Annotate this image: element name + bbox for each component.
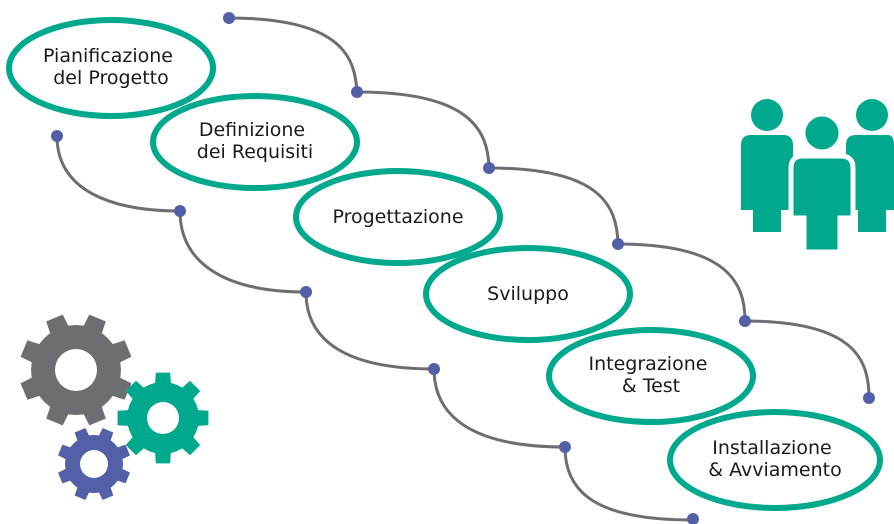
gear-medium-icon bbox=[117, 372, 209, 464]
connector-right-3 bbox=[488, 166, 620, 245]
phase-2-label: Definizione dei Requisiti bbox=[197, 119, 313, 163]
phase-6-line-1: Installazione bbox=[712, 437, 831, 459]
node-dot bbox=[612, 238, 624, 250]
people-icon bbox=[741, 99, 894, 255]
gear-small-icon bbox=[58, 428, 130, 500]
connector-left-3 bbox=[304, 291, 435, 371]
connector-left-4 bbox=[432, 368, 566, 449]
phase-6-label: Installazione & Avviamento bbox=[708, 437, 841, 481]
connector-right-5 bbox=[744, 319, 871, 399]
connector-right-4 bbox=[617, 242, 747, 322]
node-dot bbox=[51, 130, 63, 142]
connector-left-5 bbox=[563, 446, 694, 522]
phase-5-label: Integrazione & Test bbox=[589, 353, 714, 397]
connector-left-2 bbox=[178, 210, 307, 294]
connector-right-1 bbox=[228, 16, 359, 93]
phase-2-line-2: dei Requisiti bbox=[197, 141, 313, 163]
phase-5: Integrazione & Test bbox=[546, 327, 756, 425]
node-dot bbox=[559, 441, 571, 453]
phase-3-label: Progettazione bbox=[332, 206, 463, 228]
phase-5-line-2: & Test bbox=[622, 375, 680, 397]
phase-3-ellipse bbox=[293, 168, 503, 266]
node-dot bbox=[300, 286, 312, 298]
phase-4-label: Sviluppo bbox=[487, 283, 569, 305]
gear-large-icon bbox=[20, 314, 132, 426]
phase-4: Sviluppo bbox=[423, 245, 633, 343]
node-dot bbox=[428, 363, 440, 375]
phase-5-line-1: Integrazione bbox=[589, 353, 708, 375]
phase-1: Pianificazione del Progetto bbox=[6, 17, 216, 119]
gear-large-shape bbox=[20, 314, 132, 426]
phase-5-ellipse bbox=[546, 327, 756, 425]
node-dot bbox=[174, 205, 186, 217]
gear-medium-shape bbox=[117, 372, 209, 464]
phase-1-ellipse bbox=[6, 17, 216, 119]
phase-2-ellipse bbox=[150, 93, 360, 191]
gear-small-shape bbox=[58, 428, 130, 500]
node-dot bbox=[739, 315, 751, 327]
phase-1-line-2: del Progetto bbox=[53, 67, 168, 89]
node-dot bbox=[483, 162, 495, 174]
phase-2: Definizione dei Requisiti bbox=[150, 93, 360, 191]
phase-2-line-1: Definizione bbox=[199, 119, 305, 141]
phase-4-ellipse bbox=[423, 245, 633, 343]
node-dot bbox=[687, 513, 699, 524]
node-dot bbox=[863, 392, 875, 404]
nodes bbox=[51, 12, 875, 524]
connector-left-1 bbox=[55, 135, 181, 213]
phase-1-line-1: Pianificazione bbox=[43, 45, 173, 67]
phase-6-line-2: & Avviamento bbox=[708, 459, 841, 481]
phase-6-ellipse bbox=[667, 409, 883, 511]
connectors bbox=[55, 16, 871, 522]
node-dot bbox=[223, 12, 235, 24]
node-dot bbox=[351, 86, 363, 98]
phase-6: Installazione & Avviamento bbox=[667, 409, 883, 511]
phase-3: Progettazione bbox=[293, 168, 503, 266]
connector-right-2 bbox=[356, 90, 491, 169]
phase-1-label: Pianificazione del Progetto bbox=[43, 45, 179, 89]
